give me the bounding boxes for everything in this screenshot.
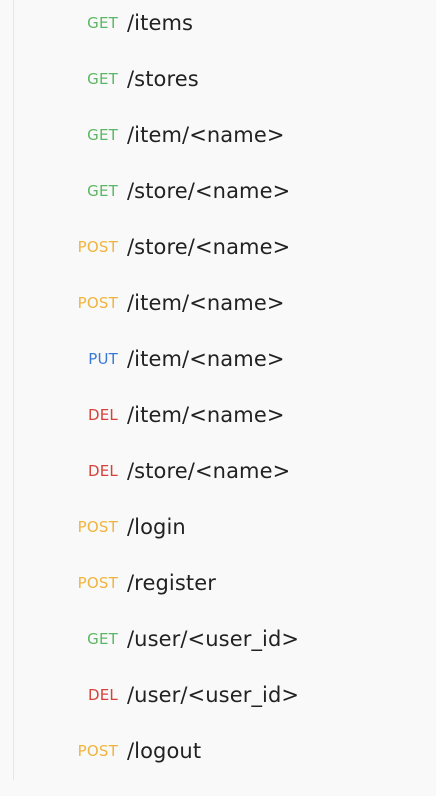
endpoint-path: /store/<name>: [127, 179, 291, 203]
endpoint-item[interactable]: DEL /store/<name>: [0, 443, 436, 499]
method-badge: POST: [77, 238, 118, 256]
endpoint-item[interactable]: GET /item/<name>: [0, 107, 436, 163]
endpoint-path: /user/<user_id>: [127, 627, 300, 651]
method-badge: DEL: [88, 462, 118, 480]
endpoint-path: /items: [127, 11, 194, 35]
method-badge: POST: [77, 294, 118, 312]
endpoint-item[interactable]: GET /store/<name>: [0, 163, 436, 219]
method-badge: POST: [77, 742, 118, 760]
endpoint-item[interactable]: POST /item/<name>: [0, 275, 436, 331]
method-badge: GET: [87, 126, 118, 144]
method-badge: POST: [77, 574, 118, 592]
method-badge: GET: [87, 630, 118, 648]
endpoint-item[interactable]: POST /logout: [0, 723, 436, 779]
method-badge: PUT: [88, 350, 118, 368]
sidebar-divider: [13, 0, 14, 780]
endpoint-path: /stores: [127, 67, 199, 91]
endpoint-item[interactable]: POST /login: [0, 499, 436, 555]
endpoint-path: /item/<name>: [127, 403, 285, 427]
method-badge: DEL: [88, 406, 118, 424]
endpoint-item[interactable]: GET /stores: [0, 51, 436, 107]
endpoint-item[interactable]: PUT /item/<name>: [0, 331, 436, 387]
endpoint-path: /item/<name>: [127, 123, 285, 147]
endpoint-path: /login: [127, 515, 186, 539]
endpoint-item[interactable]: POST /register: [0, 555, 436, 611]
method-badge: GET: [87, 182, 118, 200]
endpoint-path: /store/<name>: [127, 459, 291, 483]
endpoint-path: /register: [127, 571, 216, 595]
endpoint-item[interactable]: GET /user/<user_id>: [0, 611, 436, 667]
endpoint-item[interactable]: GET /items: [0, 0, 436, 51]
endpoint-item[interactable]: POST /store/<name>: [0, 219, 436, 275]
method-badge: GET: [87, 14, 118, 32]
endpoint-path: /item/<name>: [127, 347, 285, 371]
endpoint-list: GET /items GET /stores GET /item/<name> …: [0, 0, 436, 779]
method-badge: DEL: [88, 686, 118, 704]
method-badge: POST: [77, 518, 118, 536]
endpoint-path: /user/<user_id>: [127, 683, 300, 707]
endpoint-path: /item/<name>: [127, 291, 285, 315]
method-badge: GET: [87, 70, 118, 88]
endpoint-item[interactable]: DEL /item/<name>: [0, 387, 436, 443]
endpoint-path: /logout: [127, 739, 202, 763]
endpoint-item[interactable]: DEL /user/<user_id>: [0, 667, 436, 723]
endpoint-path: /store/<name>: [127, 235, 291, 259]
